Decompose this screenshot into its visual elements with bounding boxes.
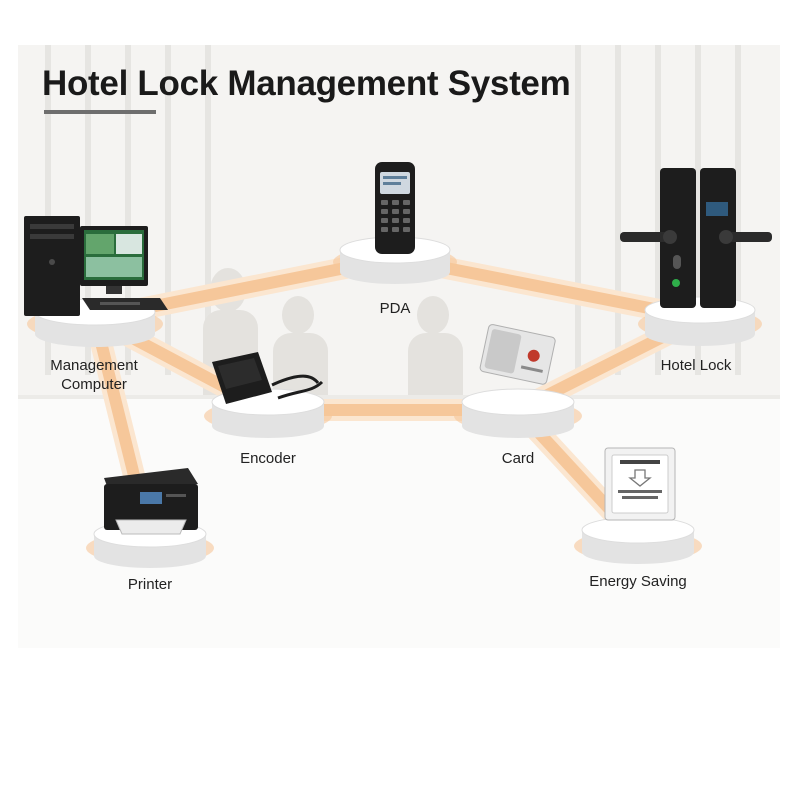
pedestal-lock bbox=[638, 296, 762, 346]
label-printer: Printer bbox=[127, 576, 173, 593]
title-underline bbox=[44, 110, 156, 114]
diagram-title: Hotel Lock Management System bbox=[42, 64, 571, 103]
card-encoder-icon bbox=[212, 352, 324, 404]
label-pda: PDA bbox=[379, 300, 411, 317]
pda-icon bbox=[375, 162, 415, 254]
desktop-computer-icon bbox=[24, 216, 168, 316]
printer-icon bbox=[104, 468, 198, 535]
pedestal-energy bbox=[574, 516, 702, 564]
label-encoder: Encoder bbox=[240, 450, 296, 467]
label-management-computer: Management Computer bbox=[24, 356, 164, 394]
label-card: Card bbox=[501, 450, 535, 467]
label-management-line1: Management bbox=[50, 357, 138, 374]
pedestal-computer bbox=[27, 298, 163, 347]
label-management-line2: Computer bbox=[61, 376, 127, 393]
pedestal-card bbox=[454, 388, 582, 438]
label-energy-saving: Energy Saving bbox=[589, 573, 687, 590]
label-hotel-lock: Hotel Lock bbox=[660, 357, 732, 374]
energy-switch-icon bbox=[604, 447, 676, 521]
rfid-card-icon bbox=[479, 324, 556, 385]
pedestal-encoder bbox=[204, 388, 332, 438]
door-lock-icon bbox=[620, 168, 772, 308]
